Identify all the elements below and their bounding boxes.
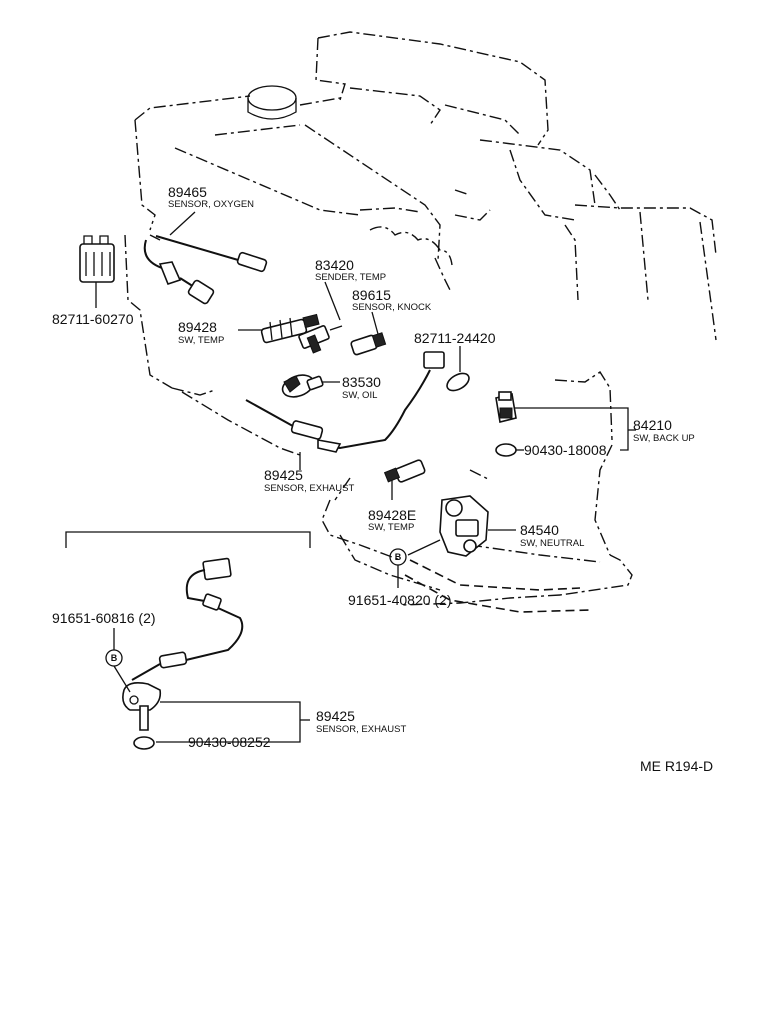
part-description: SENSOR, EXHAUST — [316, 724, 406, 735]
part-number: 82711-60270 — [52, 311, 134, 327]
diagram-code: ME R194-D — [640, 758, 713, 774]
oxygen-sensor-89465 — [143, 211, 268, 305]
exhaust-sensor-89425-upper — [245, 351, 445, 470]
part-number: 89425 — [316, 708, 355, 724]
part-description: SENSOR, KNOCK — [352, 302, 432, 313]
callout-89425-upper: 89425 SENSOR, EXHAUST — [264, 467, 354, 494]
callout-82711-24420: 82711-24420 — [414, 330, 496, 346]
temp-switch-89428 — [260, 313, 320, 344]
callout-89428e: 89428E SW, TEMP — [368, 507, 416, 533]
part-description: SW, OIL — [342, 390, 377, 401]
temp-switch-89428e — [383, 459, 426, 500]
part-number: 83420 — [315, 257, 354, 273]
part-description: SW, BACK UP — [633, 433, 695, 444]
part-number: 91651-60816 (2) — [52, 610, 156, 626]
clip-82711-24420 — [446, 346, 470, 392]
exhaust-sensor-89425-lower — [122, 557, 310, 750]
connector-82711-60270 — [79, 235, 115, 308]
part-description: SENDER, TEMP — [315, 272, 386, 283]
bolt-marker-label: B — [395, 552, 402, 562]
part-number: 89428E — [368, 507, 416, 523]
callout-89465: 89465 SENSOR, OXYGEN — [168, 184, 254, 210]
engine-outline — [124, 31, 717, 613]
callout-91651-60816: 91651-60816 (2) — [52, 610, 156, 626]
callout-89428: 89428 SW, TEMP — [178, 319, 262, 346]
temp-sender-83420 — [298, 281, 343, 354]
callout-83420: 83420 SENDER, TEMP — [315, 257, 386, 283]
callout-89425-lower: 89425 SENSOR, EXHAUST — [316, 708, 406, 735]
part-number: 90430-08252 — [188, 734, 271, 750]
callout-83530: 83530 SW, OIL — [322, 374, 381, 401]
part-description: SW, TEMP — [368, 522, 414, 533]
backup-switch-84210 — [495, 391, 636, 457]
callout-89615: 89615 SENSOR, KNOCK — [352, 287, 432, 313]
callout-90430-18008: 90430-18008 — [516, 442, 607, 458]
part-description: SENSOR, OXYGEN — [168, 199, 254, 210]
bolt-marker-label: B — [111, 653, 118, 663]
part-number: 89428 — [178, 319, 217, 335]
callout-90430-08252: 90430-08252 — [156, 734, 271, 750]
bolt-marker-b-lower: B — [105, 628, 131, 693]
callout-84210: 84210 SW, BACK UP — [633, 417, 695, 444]
bolt-marker-b-upper: B — [389, 548, 407, 588]
callout-84540: 84540 SW, NEUTRAL — [520, 522, 584, 549]
callout-91651-40820: 91651-40820 (2) — [348, 592, 452, 608]
part-number: 89615 — [352, 287, 391, 303]
part-description: SW, TEMP — [178, 335, 224, 346]
oil-switch-83530 — [281, 374, 324, 398]
knock-sensor-89615 — [350, 311, 387, 356]
part-number: 89465 — [168, 184, 207, 200]
detail-bracket — [65, 531, 311, 548]
part-number: 84540 — [520, 522, 559, 538]
part-number: 84210 — [633, 417, 672, 433]
part-number: 82711-24420 — [414, 330, 496, 346]
part-number: 90430-18008 — [524, 442, 607, 458]
callout-82711-60270: 82711-60270 — [52, 311, 134, 327]
part-description: SENSOR, EXHAUST — [264, 483, 354, 494]
part-description: SW, NEUTRAL — [520, 538, 584, 549]
neutral-switch-84540 — [407, 495, 516, 557]
part-number: 89425 — [264, 467, 303, 483]
part-number: 83530 — [342, 374, 381, 390]
part-number: 91651-40820 (2) — [348, 592, 452, 608]
